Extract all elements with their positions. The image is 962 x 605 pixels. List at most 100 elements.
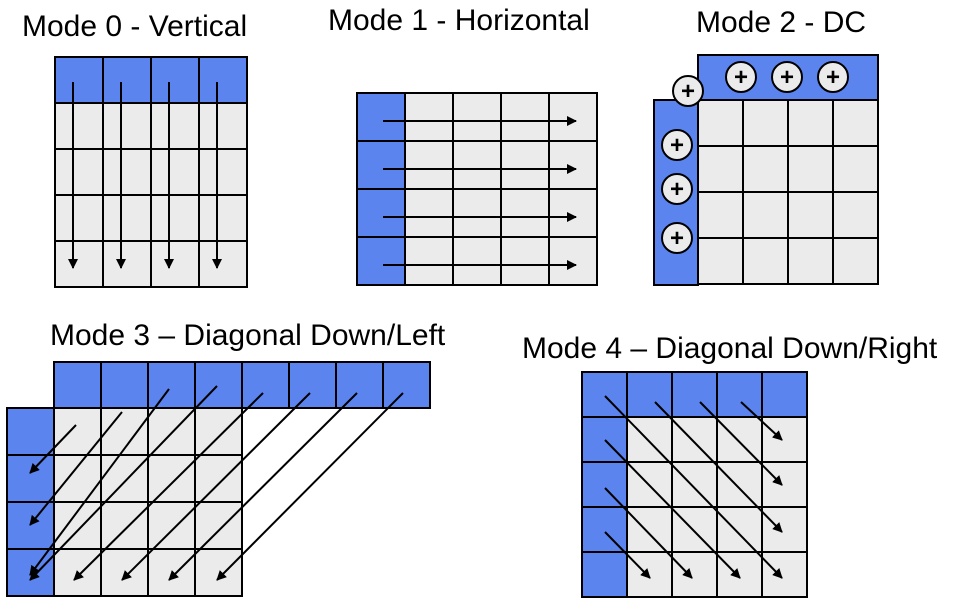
top-predictor-cell: [198, 56, 248, 104]
svg-text:+: +: [734, 64, 748, 91]
block-cell: [404, 188, 454, 238]
block-cell: [100, 454, 149, 503]
block-cell: [548, 92, 598, 142]
block-cell: [194, 454, 243, 503]
block-cell: [198, 102, 248, 150]
block-cell: [198, 148, 248, 196]
block-cell: [671, 506, 718, 553]
block-cell: [742, 237, 789, 285]
block-cell: [54, 240, 104, 288]
diagonal-arrow: [740, 401, 783, 441]
block-cell: [761, 461, 808, 508]
block-cell: [548, 140, 598, 190]
block-cell: [452, 140, 502, 190]
block-cell: [500, 188, 550, 238]
mode3-title: Mode 3 – Diagonal Down/Left: [50, 319, 446, 352]
block-cell: [626, 506, 673, 553]
block-cell: [742, 99, 789, 147]
block-cell: [53, 548, 102, 597]
block-cell: [761, 416, 808, 463]
block-cell: [787, 99, 834, 147]
block-cell: [716, 551, 763, 598]
block-cell: [716, 506, 763, 553]
left-predictor-cell: [6, 407, 55, 456]
block-cell: [697, 237, 744, 285]
block-cell: [53, 501, 102, 550]
plus-icon: +: [661, 173, 693, 205]
left-predictor-cell: [581, 551, 628, 598]
block-cell: [671, 551, 718, 598]
block-cell: [832, 237, 879, 285]
block-cell: [697, 191, 744, 239]
block-cell: [100, 501, 149, 550]
svg-text:+: +: [826, 64, 840, 91]
block-cell: [194, 548, 243, 597]
block-cell: [787, 237, 834, 285]
diagonal-arrow: [73, 392, 264, 581]
block-cell: [150, 102, 200, 150]
plus-icon: +: [725, 61, 757, 93]
left-predictor-cell: [6, 454, 55, 503]
block-cell: [150, 194, 200, 242]
diagonal-arrow: [121, 392, 311, 581]
top-predictor-cell: [150, 56, 200, 104]
top-predictor-cell: [288, 361, 337, 409]
plus-icon: +: [661, 129, 693, 161]
svg-text:+: +: [670, 176, 684, 203]
svg-text:+: +: [780, 64, 794, 91]
diagonal-arrow: [168, 392, 358, 581]
block-cell: [198, 240, 248, 288]
block-cell: [787, 191, 834, 239]
block-cell: [102, 148, 152, 196]
block-cell: [832, 99, 879, 147]
block-cell: [147, 454, 196, 503]
block-cell: [452, 188, 502, 238]
diagonal-arrow: [654, 401, 783, 533]
plus-icon: +: [672, 75, 704, 107]
top-predictor-cell: [382, 361, 431, 409]
diagonal-arrow: [604, 531, 651, 579]
svg-text:+: +: [670, 225, 684, 252]
left-predictor-cell: [356, 188, 406, 238]
mode4-diagonal-down-right-block: [581, 371, 808, 598]
left-predictor-cell: [356, 92, 406, 142]
block-cell: [548, 188, 598, 238]
top-predictor-cell: [100, 361, 149, 409]
block-cell: [761, 551, 808, 598]
block-cell: [626, 416, 673, 463]
block-cell: [150, 240, 200, 288]
block-cell: [198, 194, 248, 242]
block-cell: [150, 148, 200, 196]
top-predictor-cell: [54, 56, 104, 104]
block-cell: [102, 194, 152, 242]
diagonal-arrow: [216, 392, 404, 581]
top-predictor-cell: [761, 371, 808, 418]
block-cell: [102, 240, 152, 288]
block-cell: [452, 236, 502, 286]
block-cell: [716, 416, 763, 463]
mode1-horizontal-block: [356, 92, 598, 286]
block-cell: [697, 99, 744, 147]
block-cell: [194, 501, 243, 550]
block-cell: [500, 92, 550, 142]
svg-text:+: +: [670, 132, 684, 159]
left-predictor-cell: [356, 236, 406, 286]
top-predictor-cell: [626, 371, 673, 418]
block-cell: [742, 191, 789, 239]
block-cell: [548, 236, 598, 286]
block-cell: [697, 145, 744, 193]
svg-text:+: +: [681, 78, 695, 105]
left-predictor-cell: [581, 461, 628, 508]
block-cell: [54, 194, 104, 242]
mode4-title: Mode 4 – Diagonal Down/Right: [522, 332, 938, 365]
block-cell: [147, 501, 196, 550]
block-cell: [102, 102, 152, 150]
block-cell: [671, 461, 718, 508]
top-predictor-cell: [241, 361, 290, 409]
block-cell: [626, 551, 673, 598]
top-predictor-cell: [335, 361, 384, 409]
block-cell: [404, 140, 454, 190]
mode3-diagonal-down-left-block: [6, 361, 431, 597]
block-cell: [452, 92, 502, 142]
left-predictor-cell: [6, 501, 55, 550]
